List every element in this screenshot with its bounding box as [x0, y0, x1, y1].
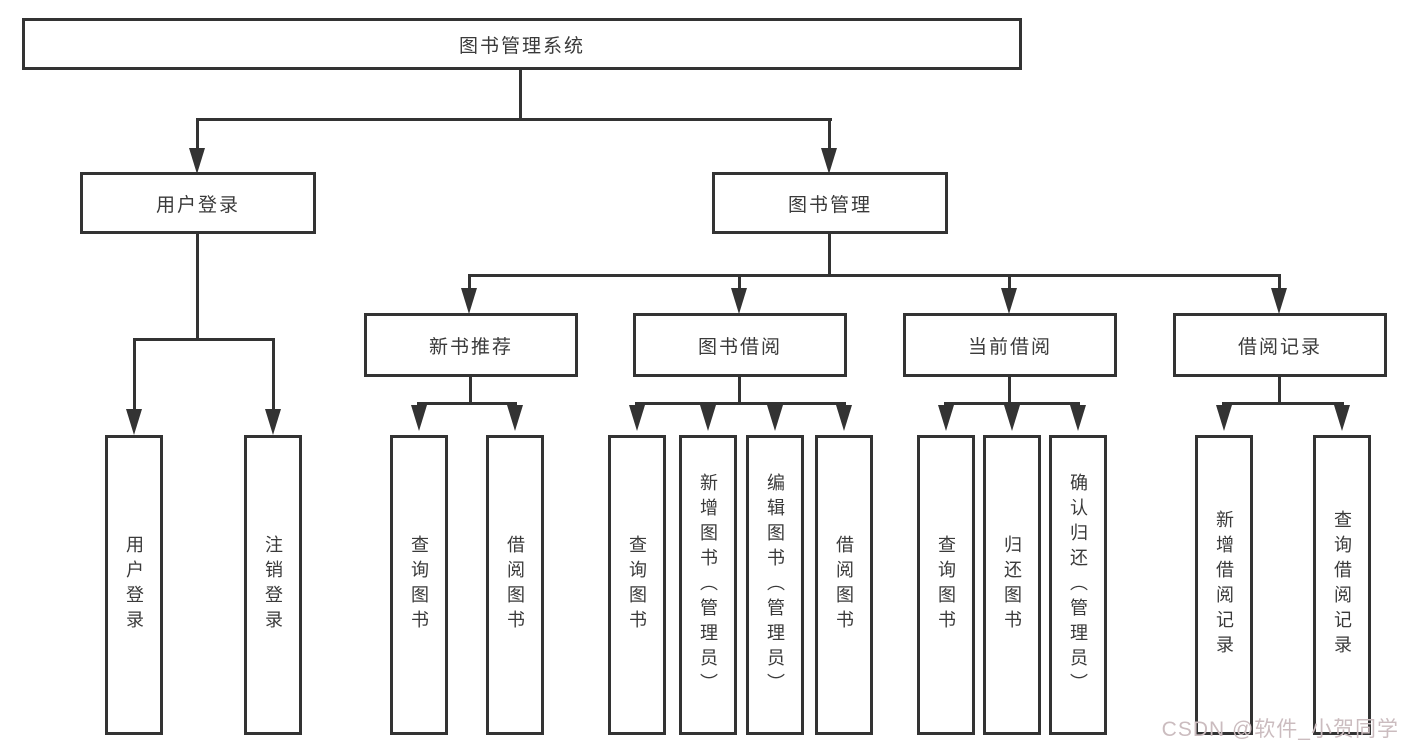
connector-arrow [1271, 288, 1287, 314]
connector-line [133, 341, 136, 410]
connector-arrow [700, 405, 716, 431]
connector-arrow [629, 405, 645, 431]
node-borrow-records: 借阅记录 [1173, 313, 1387, 377]
node-new-book-recommend-label: 新书推荐 [428, 336, 513, 358]
node-root: 图书管理系统 [22, 18, 1022, 70]
leaf-newbook-borrow: 借阅图书 [486, 435, 544, 735]
connector-arrow [265, 409, 281, 435]
leaf-logout: 注销登录 [244, 435, 302, 735]
leaf-record-query-label: 查询借阅记录 [1332, 510, 1352, 660]
leaf-current-return-label: 归还图书 [1002, 535, 1022, 635]
node-root-label: 图书管理系统 [458, 35, 585, 57]
node-borrow-records-label: 借阅记录 [1237, 336, 1322, 358]
leaf-borrow-add-label: 新增图书（管理员） [698, 472, 718, 698]
connector-line [196, 121, 199, 149]
leaf-user-login-label: 用户登录 [124, 535, 144, 635]
connector-arrow [189, 148, 205, 174]
leaf-current-confirm-label: 确认归还（管理员） [1068, 472, 1088, 698]
connector-line [519, 70, 522, 118]
connector-line [828, 121, 831, 149]
leaf-current-return: 归还图书 [983, 435, 1041, 735]
leaf-borrow-query-label: 查询图书 [627, 535, 647, 635]
connector-arrow [1001, 288, 1017, 314]
connector-line [1008, 377, 1011, 405]
connector-arrow [836, 405, 852, 431]
connector-arrow [731, 288, 747, 314]
node-user-login-label: 用户登录 [155, 194, 240, 216]
node-user-login: 用户登录 [80, 172, 316, 234]
connector-arrow [1004, 405, 1020, 431]
leaf-newbook-query-label: 查询图书 [409, 535, 429, 635]
leaf-logout-label: 注销登录 [263, 535, 283, 635]
connector-arrow [126, 409, 142, 435]
connector-line [738, 377, 741, 405]
connector-line [196, 234, 199, 338]
connector-arrow [411, 405, 427, 431]
connector-line [1222, 402, 1344, 405]
connector-line [944, 402, 1080, 405]
connector-line [468, 277, 471, 289]
connector-line [417, 402, 517, 405]
leaf-current-query: 查询图书 [917, 435, 975, 735]
connector-line [1278, 277, 1281, 289]
connector-line [1278, 377, 1281, 405]
leaf-borrow-book-label: 借阅图书 [834, 535, 854, 635]
connector-line [272, 341, 275, 410]
leaf-borrow-book: 借阅图书 [815, 435, 873, 735]
connector-line [1008, 277, 1011, 289]
connector-line [828, 234, 831, 274]
connector-arrow [938, 405, 954, 431]
leaf-current-query-label: 查询图书 [936, 535, 956, 635]
connector-arrow [767, 405, 783, 431]
leaf-borrow-query: 查询图书 [608, 435, 666, 735]
leaf-record-add: 新增借阅记录 [1195, 435, 1253, 735]
node-current-borrow-label: 当前借阅 [967, 336, 1052, 358]
csdn-watermark: CSDN @软件_小贺同学 [1161, 718, 1399, 741]
connector-line [469, 377, 472, 405]
node-book-management-label: 图书管理 [787, 194, 872, 216]
leaf-borrow-add: 新增图书（管理员） [679, 435, 737, 735]
node-new-book-recommend: 新书推荐 [364, 313, 578, 377]
leaf-record-add-label: 新增借阅记录 [1214, 510, 1234, 660]
connector-arrow [1334, 405, 1350, 431]
connector-arrow [461, 288, 477, 314]
leaf-newbook-query: 查询图书 [390, 435, 448, 735]
leaf-borrow-edit: 编辑图书（管理员） [746, 435, 804, 735]
node-book-management: 图书管理 [712, 172, 948, 234]
leaf-user-login: 用户登录 [105, 435, 163, 735]
leaf-borrow-edit-label: 编辑图书（管理员） [765, 472, 785, 698]
leaf-newbook-borrow-label: 借阅图书 [505, 535, 525, 635]
connector-line [133, 338, 275, 341]
connector-line [468, 274, 1281, 277]
connector-arrow [507, 405, 523, 431]
node-book-borrow-label: 图书借阅 [697, 336, 782, 358]
node-current-borrow: 当前借阅 [903, 313, 1117, 377]
leaf-current-confirm: 确认归还（管理员） [1049, 435, 1107, 735]
leaf-record-query: 查询借阅记录 [1313, 435, 1371, 735]
connector-arrow [821, 148, 837, 174]
connector-arrow [1216, 405, 1232, 431]
connector-line [635, 402, 846, 405]
connector-arrow [1070, 405, 1086, 431]
node-book-borrow: 图书借阅 [633, 313, 847, 377]
connector-line [196, 118, 832, 121]
connector-line [738, 277, 741, 289]
